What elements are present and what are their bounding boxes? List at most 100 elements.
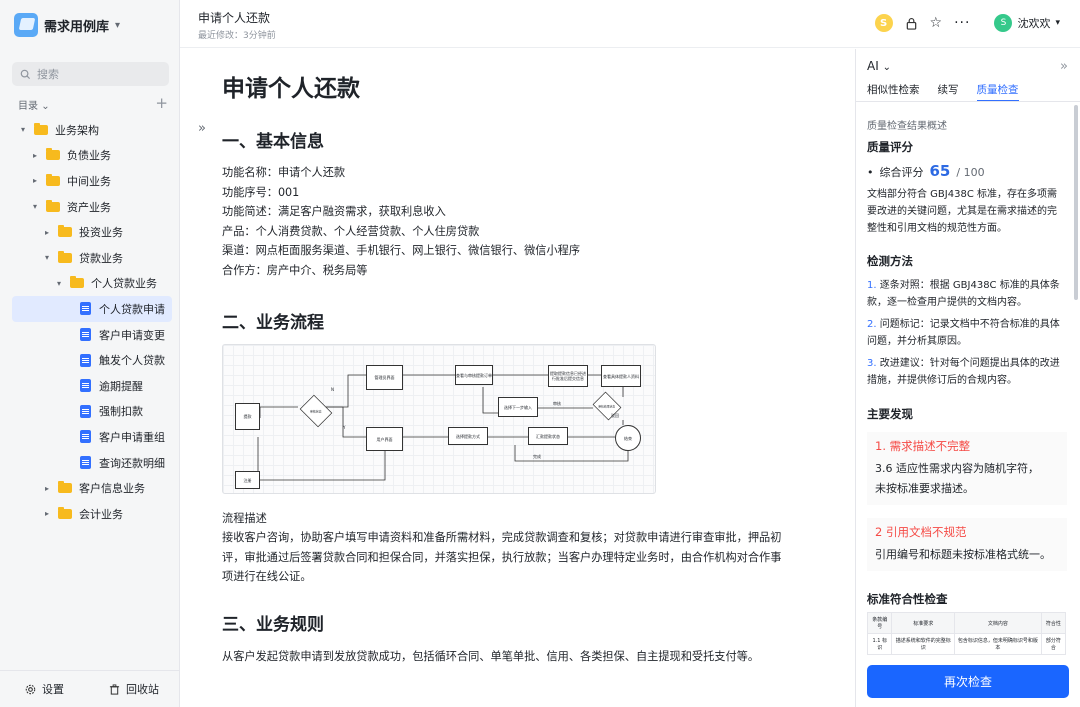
expand-sidebar-icon[interactable]: » <box>198 121 206 136</box>
tab-quality-check[interactable]: 质量检查 <box>976 82 1019 102</box>
tree-item-label: 个人贷款申请 <box>99 302 165 316</box>
more-icon[interactable]: ··· <box>954 15 971 31</box>
method-item: 1. 逐条对照：根据 GBJ438C 标准的具体条 款，逐一检查用户提供的文档内… <box>867 277 1067 311</box>
document-icon <box>80 302 91 316</box>
flow-node: 汇款提款状态 <box>528 427 568 445</box>
score-summary: 文档部分符合 GBJ438C 标准，存在多项需 要改进的关键问题，尤其是在需求描… <box>867 186 1067 237</box>
user-menu[interactable]: S 沈欢欢 ▾ <box>994 14 1060 32</box>
caret-right-icon[interactable]: ▸ <box>44 227 49 237</box>
tree-folder-item[interactable]: ▾贷款业务 <box>12 245 172 271</box>
score-heading: 质量评分 <box>867 140 913 154</box>
info-line: 功能名称：申请个人还款 <box>222 166 346 179</box>
caret-down-icon[interactable]: ▾ <box>32 202 37 212</box>
tree-folder-item[interactable]: ▾资产业务 <box>12 194 172 220</box>
folder-icon <box>70 276 84 289</box>
edge-label: Y <box>343 425 346 430</box>
compliance-table: 条款编号 标准要求 文档内容 符合性 1.1 标识 描述系统和软件的完整标识 包… <box>866 612 1067 655</box>
coin-icon[interactable]: S <box>874 14 893 32</box>
flow-node: 选择提款方式 <box>448 427 488 445</box>
tree-item-label: 客户信息业务 <box>79 482 145 496</box>
tree-item-label: 触发个人贷款 <box>99 354 165 368</box>
document-body[interactable]: » 申请个人还款 一、基本信息 功能名称：申请个人还款 功能序号：001 功能简… <box>180 49 855 707</box>
star-icon[interactable]: ☆ <box>929 15 943 31</box>
flow-description-label: 流程描述 <box>222 512 267 525</box>
table-header: 条款编号 <box>866 612 893 634</box>
doc-header-title: 申请个人还款 <box>198 11 271 25</box>
info-line: 合作方：房产中介、税务局等 <box>222 263 368 277</box>
table-header: 文档内容 <box>954 612 1042 634</box>
trash-label: 回收站 <box>126 683 159 696</box>
trash-button[interactable]: 回收站 <box>109 681 159 697</box>
collapse-panel-icon[interactable]: » <box>1060 59 1068 74</box>
caret-right-icon[interactable]: ▸ <box>44 509 49 519</box>
tree-folder-item[interactable]: ▸负债业务 <box>12 143 172 169</box>
caret-down-icon[interactable]: ▾ <box>56 278 61 288</box>
tree-folder-item[interactable]: ▸中间业务 <box>12 168 172 194</box>
finding-card: 1. 需求描述不完整 3.6 适应性需求内容为随机字符， 未按标准要求描述。 <box>867 432 1067 505</box>
tree-doc-item[interactable]: 逾期提醒 <box>12 373 172 399</box>
tree-doc-item[interactable]: 触发个人贷款 <box>12 347 172 373</box>
toc-toggle[interactable]: 目录 ⌄ <box>18 97 50 112</box>
settings-button[interactable]: 设置 <box>25 681 64 697</box>
folder-icon <box>58 225 72 238</box>
flow-node: 管理员界面 <box>366 365 403 390</box>
tree-item-label: 个人贷款业务 <box>91 277 157 291</box>
method-line: 逐条对照：根据 GBJ438C 标准的具体条 <box>879 280 1060 291</box>
document-icon <box>80 456 91 470</box>
flowchart-image[interactable]: 提款 审核状态 管理员界面 查看与审核提款订单 提取提款信息已经进行批准后提交信… <box>222 344 656 494</box>
tree-folder-item[interactable]: ▾ 个人贷款业务 <box>12 271 172 297</box>
edge-label: 审核 <box>553 401 561 406</box>
user-name: 沈欢欢 <box>1017 17 1051 30</box>
caret-right-icon[interactable]: ▸ <box>32 176 37 186</box>
tree-doc-item[interactable]: 查询还款明细 <box>12 450 172 476</box>
info-line: 功能序号：001 <box>222 185 300 199</box>
tree-item-label: 强制扣款 <box>99 405 143 419</box>
library-switcher[interactable]: 需求用例库 ▾ <box>14 12 120 38</box>
edge-label: 完成 <box>533 454 541 459</box>
table-row: 1.1 标识 描述系统和软件的完整标识 包含标识信息，但未明确标识号和版本 部分… <box>866 633 1067 655</box>
document-icon <box>80 328 91 342</box>
tree-doc-item[interactable]: 个人贷款申请 <box>12 296 172 322</box>
panel-scrollbar[interactable] <box>1074 105 1078 300</box>
tree-folder-item[interactable]: ▾业务架构 <box>12 117 172 143</box>
method-line: 改进建议：针对每个问题提出具体的改进 <box>879 358 1060 369</box>
folder-icon <box>46 199 60 212</box>
tree-folder-item[interactable]: ▸会计业务 <box>12 501 172 527</box>
method-line: 款，逐一检查用户提供的文档内容。 <box>867 297 1027 308</box>
tree-item-label: 查询还款明细 <box>99 456 165 470</box>
table-cell: 描述系统和软件的完整标识 <box>891 633 955 655</box>
recheck-button[interactable]: 再次检查 <box>867 665 1069 698</box>
caret-right-icon[interactable]: ▸ <box>44 483 49 493</box>
header-actions: S ☆ ··· S 沈欢欢 ▾ <box>874 14 1060 32</box>
ai-model-selector[interactable]: AI ⌄ <box>867 59 891 73</box>
flow-node: 用户界面 <box>366 427 403 451</box>
score-bullet: • <box>867 166 874 179</box>
tree-doc-item[interactable]: 客户申请重组 <box>12 424 172 450</box>
gear-icon <box>25 684 36 694</box>
search-input[interactable]: 搜索 <box>12 62 169 86</box>
caret-right-icon[interactable]: ▸ <box>32 150 37 160</box>
tab-continue[interactable]: 续写 <box>937 84 959 96</box>
document-icon <box>80 379 91 393</box>
tree-folder-item[interactable]: ▸ 客户信息业务 <box>12 475 172 501</box>
method-line: 问题，并分析其原因。 <box>867 336 967 347</box>
tab-similarity[interactable]: 相似性检索 <box>867 84 920 96</box>
tabs-divider <box>856 101 1080 102</box>
edge-label: 驳回 <box>611 413 619 418</box>
tree-folder-item[interactable]: ▸投资业务 <box>12 219 172 245</box>
folder-icon <box>58 250 72 263</box>
flow-node: 注册 <box>235 471 260 489</box>
flow-node: 提取提款信息已经进行批准后提交信息 <box>548 365 588 387</box>
library-name: 需求用例库 <box>44 19 110 35</box>
caret-down-icon[interactable]: ▾ <box>20 125 25 135</box>
findings-heading: 主要发现 <box>867 407 913 421</box>
tree-doc-item[interactable]: 客户申请变更 <box>12 322 172 348</box>
document-icon <box>80 430 91 444</box>
sidebar-footer: 设置 回收站 <box>0 670 180 707</box>
caret-down-icon[interactable]: ▾ <box>44 253 49 263</box>
lock-icon[interactable] <box>905 17 918 30</box>
flow-node: 查看具体提款人资料 <box>601 365 641 387</box>
add-page-icon[interactable]: + <box>155 94 168 112</box>
method-number: 1. <box>867 280 877 291</box>
tree-doc-item[interactable]: 强制扣款 <box>12 399 172 425</box>
